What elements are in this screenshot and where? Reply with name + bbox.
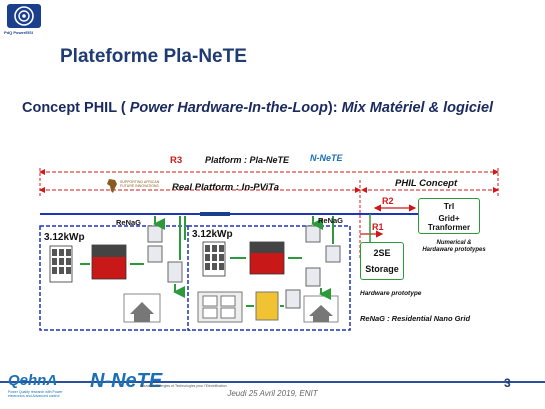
nete-subtitle: Nouvelles Energies et Technologies pour … [140, 384, 227, 388]
nete-mini-logo: N-NeTE [310, 153, 343, 163]
hardware-prototype-label: Hardware prototype [360, 290, 422, 297]
renag-definition: ReNaG : Residential Nano Grid [360, 314, 471, 323]
pdq-logo [6, 3, 42, 29]
supporting-african-logo [105, 178, 177, 194]
renag-left-label: ReNaG [116, 218, 142, 227]
concept-tail: Mix Matériel & logiciel [341, 100, 494, 116]
concept-italic: Power Hardware-In-the-Loop [129, 100, 328, 116]
real-platform-label: Real Platform : In-PViTa [172, 182, 279, 193]
tranformer-label: Tranformer [427, 223, 471, 232]
footer-date: Jeudi 25 Avril 2019, ENIT [227, 389, 318, 398]
concept-suffix: ): [327, 100, 342, 116]
platform-label: Platform : Pla-NeTE [205, 155, 290, 165]
page-number: 3 [504, 376, 511, 390]
kwp-mid-label: 3.12kWp [192, 229, 233, 240]
qehna-logo: QehnA [8, 372, 58, 389]
storage-box: 2SE Storage [360, 242, 404, 280]
slide-title: Plateforme Pla-NeTE [60, 46, 247, 67]
kwp-left-label: 3.12kWp [44, 232, 85, 243]
tri-label: Trl [443, 201, 455, 211]
supporting-logo-text: SUPPORTING AFRICAN FUTURE INNOVATIONS [120, 180, 160, 188]
phil-concept-label: PHIL Concept [395, 178, 458, 189]
qehna-subtitle: Power Quality research with Power electr… [8, 390, 63, 398]
nete-logo: N-NeTE [90, 370, 163, 392]
grid-label: Grid+ [438, 214, 460, 223]
logo-caption: PdQ PowerEISI [4, 30, 33, 35]
storage-2se-label: 2SE [373, 248, 391, 258]
footer-divider [0, 381, 545, 383]
concept-prefix: Concept PHIL ( [22, 100, 130, 116]
numerical-text: Numerical & [436, 240, 472, 246]
r2-label: R2 [382, 196, 394, 206]
concept-heading: Concept PHIL ( Power Hardware-In-the-Loo… [22, 100, 493, 116]
renag-mid-label: ReNaG [318, 216, 344, 225]
storage-label: Storage [365, 264, 399, 274]
hardware-prototypes-text: Hardaware prototypes [422, 247, 486, 253]
r1-label: R1 [372, 222, 384, 232]
numerical-prototypes-note: Numerical & Hardaware prototypes [418, 240, 490, 254]
grid-transformer-box: Trl Grid+ Tranformer [418, 198, 480, 234]
r3-label: R3 [170, 155, 183, 166]
phil-diagram: R3 Platform : Pla-NeTE N-NeTE SUPPORTING… [20, 150, 525, 340]
